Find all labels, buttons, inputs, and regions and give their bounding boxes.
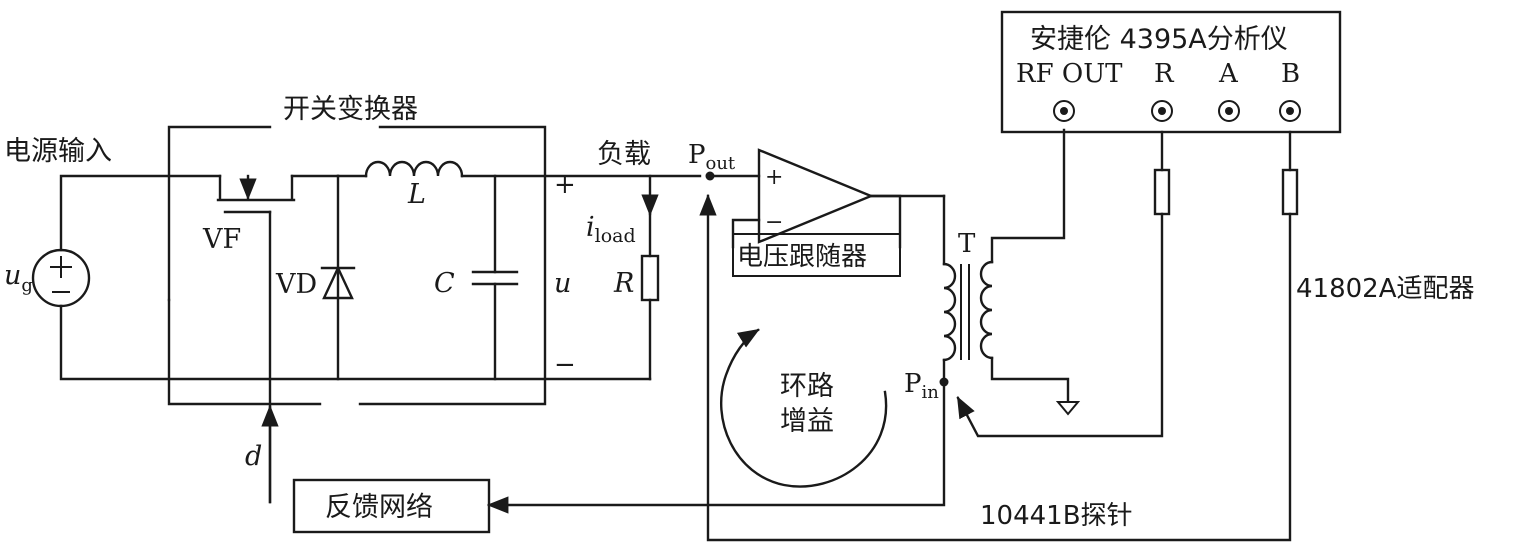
- output-plus-label: +: [554, 170, 576, 200]
- port-a-label: A: [1218, 59, 1239, 89]
- output-minus-label: −: [554, 350, 576, 380]
- opamp-plus-label: +: [765, 165, 783, 190]
- r-wire: [956, 212, 1164, 438]
- connector-icon-b: [1279, 100, 1301, 122]
- adapter-r-icon: [1153, 130, 1171, 216]
- inductor-icon: [336, 160, 702, 178]
- output-voltage-label: u: [554, 268, 571, 299]
- transformer-label: T: [958, 229, 976, 259]
- transformer-icon: [942, 128, 1070, 402]
- load-label: 负载: [597, 139, 651, 170]
- capacitor-icon: [471, 174, 519, 381]
- opamp-minus-label: −: [765, 210, 783, 235]
- adapter-label: 41802A适配器: [1296, 274, 1475, 304]
- feedback-label: 反馈网络: [325, 492, 433, 523]
- power-input-label: 电源输入: [4, 136, 112, 167]
- pin-label: Pin: [904, 369, 939, 403]
- ground-icon: [1055, 401, 1081, 416]
- voltage-source-icon: [31, 248, 91, 308]
- inductor-label: L: [407, 179, 426, 210]
- feedback-box: [292, 478, 491, 534]
- input-wiring: [59, 174, 652, 381]
- adapter-b-icon: [1281, 130, 1299, 216]
- opamp-icon: [708, 148, 946, 249]
- switch-converter-label: 开关变换器: [283, 94, 418, 125]
- port-rfout-label: RF OUT: [1016, 59, 1123, 89]
- port-r-label: R: [1154, 59, 1175, 89]
- load-resistor-icon: [640, 174, 660, 381]
- loop-gain-label-1: 环路: [780, 371, 834, 402]
- follower-box: [732, 233, 901, 277]
- connector-icon-rfout: [1053, 100, 1075, 122]
- resistor-label: R: [613, 268, 634, 299]
- analyzer-box: [1000, 10, 1342, 134]
- connector-icon-r: [1151, 100, 1173, 122]
- connector-icon-a: [1218, 100, 1240, 122]
- probe-label: 10441B探针: [980, 501, 1133, 531]
- follower-label: 电压跟随器: [737, 242, 867, 272]
- diode-icon: [320, 174, 356, 381]
- loop-gain-label-2: 增益: [780, 406, 834, 437]
- pout-label: Pout: [688, 140, 736, 174]
- source-voltage-label: ug: [4, 260, 33, 296]
- feedback-wire: [486, 380, 946, 514]
- port-b-label: B: [1281, 59, 1300, 89]
- duty-label: d: [245, 441, 262, 472]
- capacitor-label: C: [434, 268, 455, 299]
- vf-label: VF: [202, 224, 241, 255]
- vd-label: VD: [275, 269, 317, 300]
- probe-wire: [699, 193, 1292, 542]
- switch-converter-box: [167, 125, 547, 406]
- loop-gain-arrow: [720, 328, 888, 488]
- analyzer-title: 安捷伦 4395A分析仪: [1030, 24, 1288, 55]
- load-current-label: iload: [586, 212, 636, 247]
